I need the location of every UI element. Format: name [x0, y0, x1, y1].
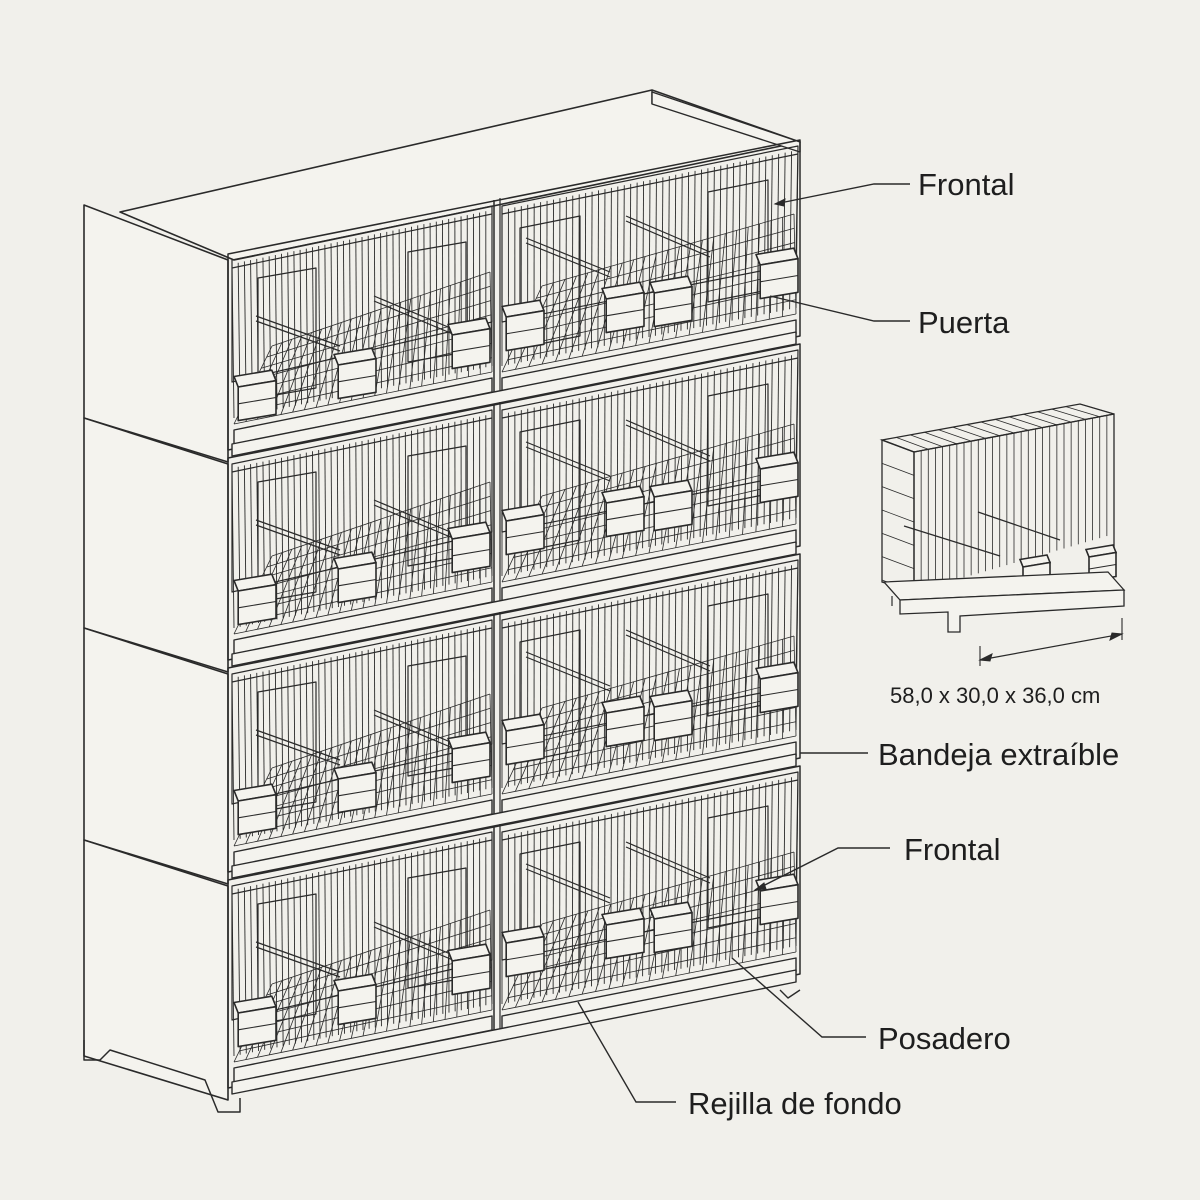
feeder-box — [333, 551, 377, 604]
cage-bay — [501, 349, 799, 603]
row-front-frame — [227, 553, 801, 873]
row-front-frame — [227, 139, 801, 451]
feeder-box — [755, 873, 799, 926]
cage-bay — [501, 559, 799, 815]
feeder-box — [755, 247, 799, 300]
side-panel — [83, 627, 229, 885]
leader-posadero — [731, 957, 866, 1038]
row-front-frame — [227, 343, 801, 661]
front-grille-bars — [231, 624, 493, 841]
feeder-box — [447, 943, 491, 996]
feeder-box — [501, 503, 545, 556]
floor-grid — [233, 909, 493, 1063]
feeder-box — [601, 695, 645, 748]
perch — [255, 729, 341, 761]
cage-bay — [231, 409, 493, 655]
dimensions-text: 58,0 x 30,0 x 36,0 cm — [890, 683, 1101, 708]
leader-puerta — [769, 295, 910, 322]
right-foot — [779, 989, 801, 999]
door-frame — [257, 893, 317, 1025]
perch — [525, 441, 611, 477]
door-frame — [257, 267, 317, 399]
perch — [373, 295, 461, 333]
label-posadero: Posadero — [878, 1021, 1011, 1056]
cage-stack — [83, 89, 801, 1113]
perch — [625, 419, 711, 457]
feeder-box — [333, 973, 377, 1026]
single-perch — [903, 525, 1001, 557]
feeder-box — [649, 275, 693, 328]
single-cage-illustration — [879, 403, 1126, 666]
feeder-box — [501, 299, 545, 352]
feeder-box — [501, 925, 545, 978]
cage-bay — [231, 831, 493, 1083]
perch — [373, 709, 461, 747]
perch — [255, 519, 341, 551]
label-frontal-top: Frontal — [918, 167, 1015, 202]
label-frontal-bottom: Frontal — [904, 832, 1001, 867]
perch — [525, 651, 611, 687]
dim-arrow — [979, 633, 1123, 661]
feeder-box — [601, 281, 645, 334]
cage-bay — [231, 205, 493, 445]
perch — [255, 941, 341, 973]
door-frame — [257, 681, 317, 813]
row-front-frame — [227, 765, 801, 1089]
left-foot — [83, 1040, 241, 1113]
feeder-box — [649, 479, 693, 532]
feeder-box — [333, 761, 377, 814]
side-panel — [83, 839, 229, 1101]
tray-front — [231, 753, 797, 879]
feeder-box — [447, 521, 491, 574]
door-frame — [257, 471, 317, 603]
label-rejilla: Rejilla de fondo — [688, 1086, 902, 1121]
perch — [625, 215, 711, 253]
feeder-box — [447, 317, 491, 370]
tray-front — [231, 541, 797, 667]
tray-front — [231, 331, 797, 457]
perch — [625, 841, 711, 879]
leader-frontal-bottom — [754, 847, 890, 891]
feeder-box — [333, 347, 377, 400]
perch — [525, 863, 611, 899]
perch — [525, 237, 611, 273]
perch — [373, 499, 461, 537]
feeder-box — [233, 783, 277, 836]
tray-front — [231, 969, 797, 1095]
feeder-box — [649, 689, 693, 742]
feeder-box — [601, 907, 645, 960]
cage-bay — [501, 771, 799, 1031]
feeder-box — [501, 713, 545, 766]
label-puerta: Puerta — [918, 305, 1010, 340]
perch — [255, 315, 341, 347]
feeder-box — [233, 995, 277, 1048]
perch — [625, 629, 711, 667]
feeder-box — [233, 369, 277, 422]
feeder-box — [649, 901, 693, 954]
leader-frontal-top — [774, 183, 910, 205]
feeder-box — [233, 573, 277, 626]
feeder-box — [755, 451, 799, 504]
feeder-box — [447, 731, 491, 784]
cage-bay — [501, 145, 799, 393]
feeder-box — [601, 485, 645, 538]
perch — [373, 921, 461, 959]
feeder-box — [755, 661, 799, 714]
callout-leaders — [577, 183, 910, 1103]
leader-rejilla — [577, 1001, 676, 1103]
label-bandeja: Bandeja extraíble — [878, 737, 1120, 772]
cage-bay — [231, 619, 493, 867]
